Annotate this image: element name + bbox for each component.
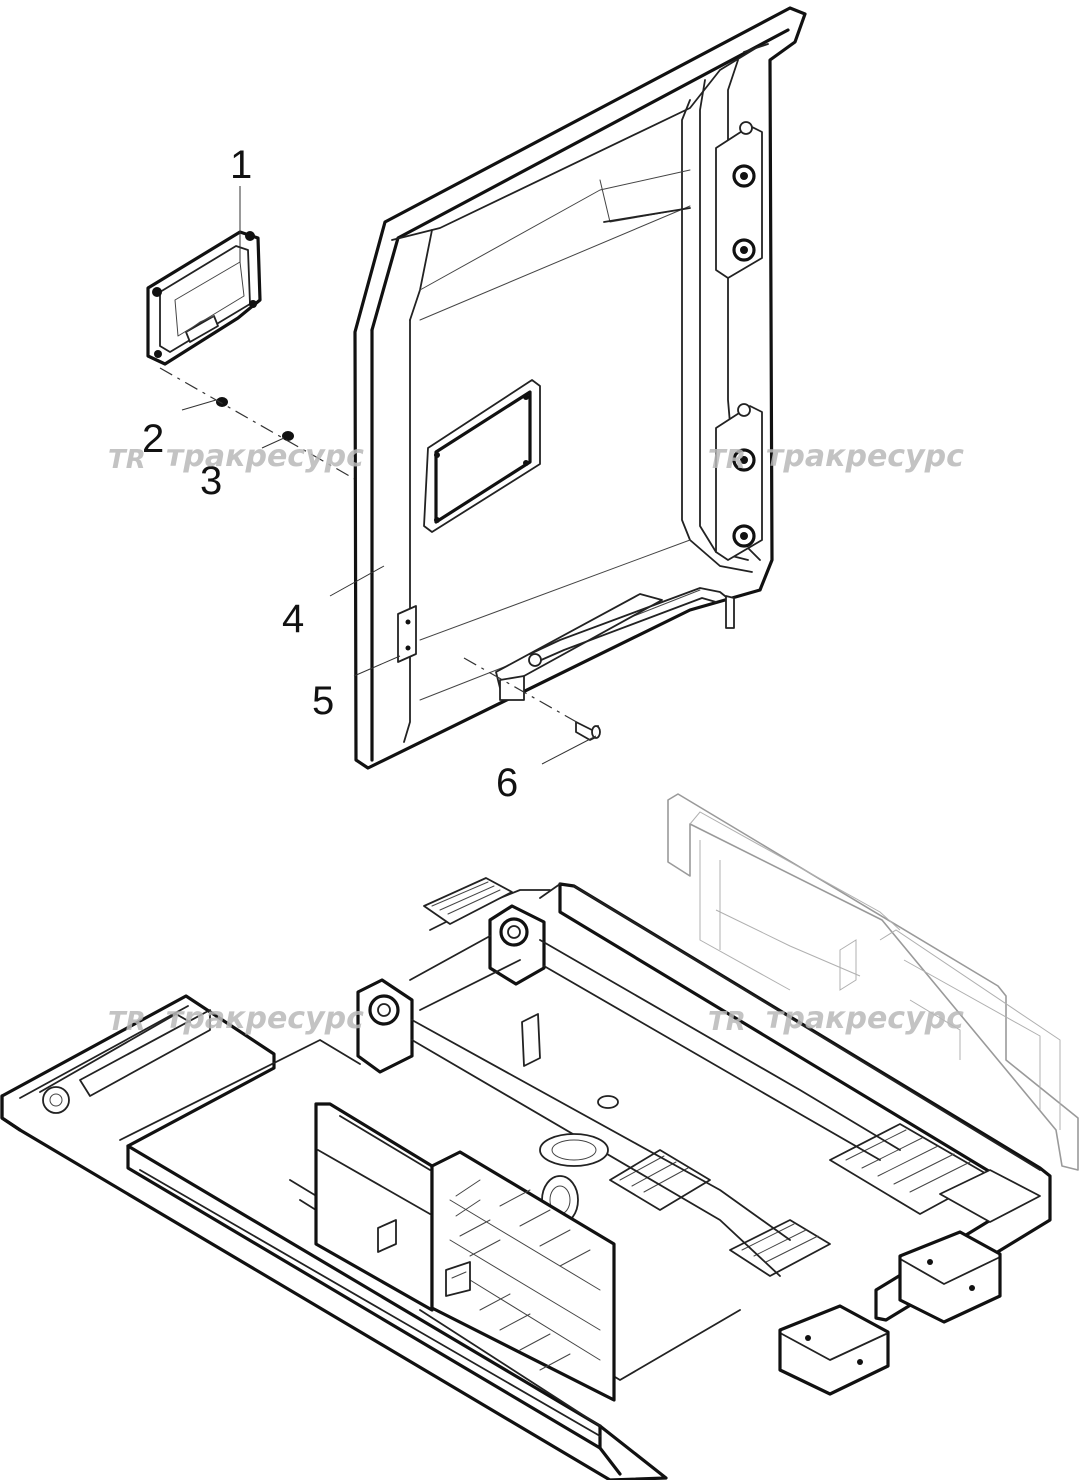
callout-leaders (181, 186, 597, 765)
watermark-text: тракресурс (166, 439, 364, 474)
part-5-latch[interactable] (353, 655, 401, 677)
tread-plate-left (423, 877, 513, 925)
lower-hinge (715, 403, 763, 561)
part-1-control-box[interactable] (146, 230, 262, 366)
watermark-logo: TR (108, 445, 146, 475)
callout-3[interactable]: 3 (200, 459, 222, 503)
part-3-washer[interactable] (282, 431, 294, 441)
watermark-bottom-right: TR тракресурс (708, 1001, 964, 1037)
watermark-top-left: TR тракресурс (108, 439, 364, 475)
callout-1[interactable]: 1 (230, 143, 252, 187)
part-4-rear-panel[interactable] (353, 6, 807, 770)
watermark-logo: TR (708, 445, 746, 475)
assembly-axis-line (159, 367, 361, 483)
watermark-text: тракресурс (766, 439, 964, 474)
watermark-top-right: TR тракресурс (708, 439, 964, 475)
callout-2[interactable]: 2 (142, 417, 164, 461)
upper-frame-assembly (0, 793, 1079, 1480)
upper-hinge (715, 121, 763, 279)
boom-foot-bracket (356, 904, 901, 1277)
rear-mount-feet (778, 1230, 1002, 1396)
watermark-text: тракресурс (766, 1001, 964, 1036)
tread-plate-right (609, 1123, 1041, 1277)
watermark-logo: TR (108, 1007, 146, 1037)
watermark-bottom-left: TR тракресурс (108, 1001, 364, 1037)
operator-console (314, 1102, 616, 1402)
callout-5[interactable]: 5 (312, 679, 334, 723)
watermark-logo: TR (708, 1007, 746, 1037)
part-2-nut[interactable] (216, 397, 228, 407)
boom-clip (521, 1013, 541, 1067)
swing-bearing (539, 1095, 619, 1225)
callout-4[interactable]: 4 (282, 597, 304, 641)
watermark-text: тракресурс (166, 1001, 364, 1036)
callout-6[interactable]: 6 (496, 761, 518, 805)
part-6-bolt[interactable] (463, 657, 601, 741)
callout-numbers: 1 2 3 4 5 6 (142, 143, 518, 805)
